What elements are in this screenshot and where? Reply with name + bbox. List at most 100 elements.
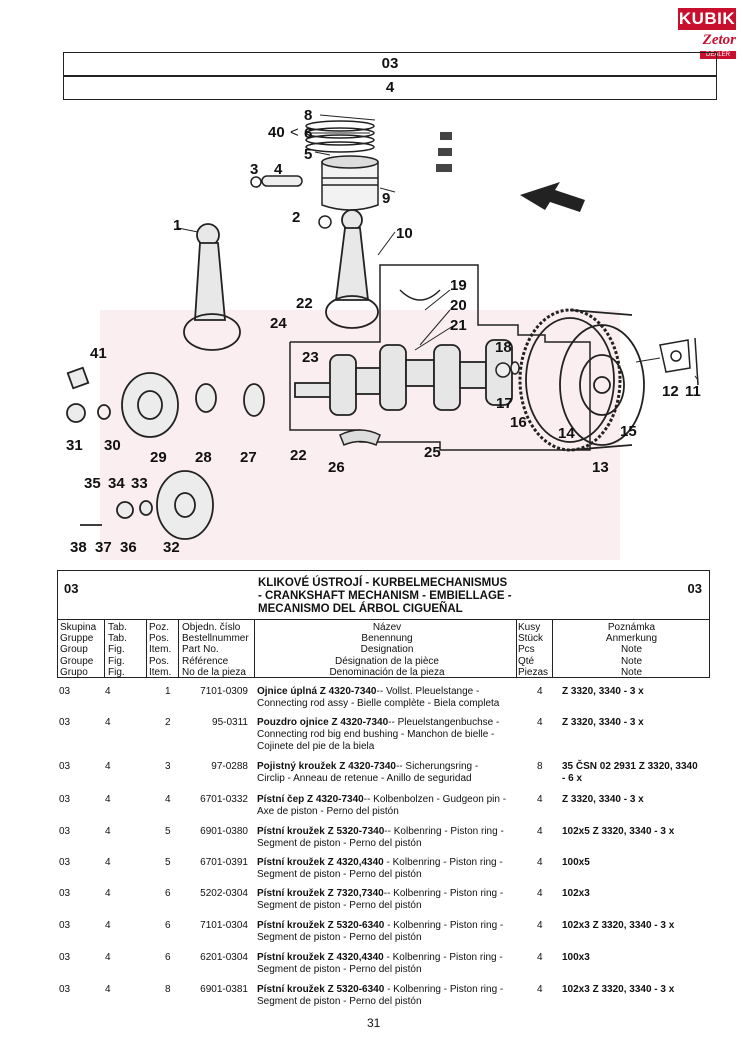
- flywheel: [518, 308, 645, 452]
- callout-33: 33: [131, 475, 148, 492]
- cell-description: Ojnice úplná Z 4320-7340-- Vollst. Pleue…: [257, 686, 549, 710]
- cell-order-number: 97-0288: [211, 761, 248, 772]
- bracket-12: [659, 337, 699, 386]
- cell-description: Pouzdro ojnice Z 4320-7340-- Pleuelstang…: [257, 717, 549, 753]
- col-header-order: Objedn. číslo Bestellnummer Part No. Réf…: [182, 622, 249, 678]
- cell-quantity: 4: [537, 920, 543, 931]
- cell-pos: 2: [165, 717, 171, 728]
- cell-pos: 5: [165, 857, 171, 868]
- cell-table: 4: [105, 717, 111, 728]
- divider: [516, 620, 517, 677]
- cell-pos: 6: [165, 920, 171, 931]
- cell-quantity: 8: [537, 761, 543, 772]
- connecting-rod-10: [325, 209, 379, 329]
- description-main: Pístní kroužek Z 5320-6340: [257, 920, 385, 931]
- divider: [254, 620, 255, 677]
- cell-table: 4: [105, 686, 111, 697]
- cell-group: 03: [59, 717, 71, 728]
- cell-quantity: 4: [537, 888, 543, 899]
- divider: [178, 620, 179, 677]
- cell-quantity: 4: [537, 857, 543, 868]
- cell-group: 03: [59, 952, 71, 963]
- cell-quantity: 4: [537, 984, 543, 995]
- divider: [104, 620, 105, 677]
- gudgeon-pin: [250, 175, 303, 188]
- cell-pos: 6: [165, 952, 171, 963]
- cell-quantity: 4: [537, 717, 543, 728]
- cell-note: Z 3320, 3340 - 3 x: [562, 686, 644, 697]
- figure-number-box: 4: [63, 76, 717, 100]
- cell-order-number: 6201-0304: [200, 952, 248, 963]
- title-group-left: 03: [64, 581, 79, 596]
- cell-order-number: 6901-0380: [200, 826, 248, 837]
- title-line-3: MECANISMO DEL ÁRBOL CIGUEÑAL: [258, 603, 463, 615]
- callout-4: 4: [274, 161, 283, 178]
- callout-25: 25: [424, 444, 441, 461]
- cell-quantity: 4: [537, 826, 543, 837]
- piston: [321, 155, 379, 211]
- cell-note: 100x3: [562, 952, 590, 963]
- col-header-qty: Kusy Stück Pcs Qté Piezas: [518, 622, 549, 678]
- description-rest: -- Vollst. Pleuelstange - Connecting rod…: [257, 686, 500, 709]
- exploded-parts-diagram: 8 40 < 6 5 3 4 9 2 10 1 19 20 21 22 24 2…: [40, 100, 720, 560]
- callout-29: 29: [150, 449, 167, 466]
- cell-group: 03: [59, 888, 71, 899]
- callout-8: 8: [304, 107, 312, 124]
- cell-pos: 3: [165, 761, 171, 772]
- small-parts-17-18: [495, 361, 520, 378]
- title-line-1: KLIKOVÉ ÚSTROJÍ - KURBELMECHANISMUS: [258, 577, 508, 589]
- cell-order-number: 7101-0309: [200, 686, 248, 697]
- cell-note: 100x5: [562, 857, 590, 868]
- cell-note: 102x3 Z 3320, 3340 - 3 x: [562, 984, 675, 995]
- col-header-table: Tab. Tab. Fig. Fig. Fig.: [108, 622, 127, 678]
- cell-order-number: 95-0311: [212, 717, 248, 728]
- title-line-2: - CRANKSHAFT MECHANISM - EMBIELLAGE -: [258, 590, 512, 602]
- cell-note: Z 3320, 3340 - 3 x: [562, 794, 644, 805]
- cell-table: 4: [105, 826, 111, 837]
- description-rest: - Kolbenring - Piston ring - Segment de …: [257, 920, 504, 943]
- callout-18: 18: [495, 339, 512, 356]
- cell-quantity: 4: [537, 794, 543, 805]
- callout-20: 20: [450, 297, 467, 314]
- cell-group: 03: [59, 826, 71, 837]
- cell-group: 03: [59, 984, 71, 995]
- callout-40: 40: [268, 124, 285, 141]
- description-main: Pístní kroužek Z 4320,4340: [257, 952, 384, 963]
- svg-text:<: <: [290, 124, 299, 141]
- callout-22-top: 22: [296, 295, 313, 312]
- direction-arrow-icon: [520, 182, 585, 212]
- callout-26: 26: [328, 459, 345, 476]
- cell-order-number: 6701-0332: [200, 794, 248, 805]
- cell-description: Pístní kroužek Z 5320-6340 - Kolbenring …: [257, 920, 549, 944]
- cell-description: Pístní kroužek Z 4320,4340 - Kolbenring …: [257, 857, 549, 881]
- col-header-pos: Poz. Pos. Item. Pos. Item.: [149, 622, 172, 678]
- callout-labels: 8 40 < 6 5 3 4 9 2 10 1 19 20 21 22 24 2…: [66, 107, 701, 556]
- cell-group: 03: [59, 794, 71, 805]
- diagram-svg: 8 40 < 6 5 3 4 9 2 10 1 19 20 21 22 24 2…: [66, 107, 701, 560]
- cell-pos: 5: [165, 826, 171, 837]
- description-main: Pístní kroužek Z 5320-6340: [257, 984, 385, 995]
- callout-41: 41: [90, 345, 107, 362]
- cell-table: 4: [105, 761, 111, 772]
- callout-37: 37: [95, 539, 112, 556]
- cell-description: Pístní kroužek Z 4320,4340 - Kolbenring …: [257, 952, 549, 976]
- cell-note: 102x3 Z 3320, 3340 - 3 x: [562, 920, 675, 931]
- description-rest: -- Kolbenring - Piston ring - Segment de…: [257, 888, 504, 911]
- description-main: Pístní kroužek Z 5320-7340: [257, 826, 385, 837]
- callout-21: 21: [450, 317, 467, 334]
- callout-17: 17: [496, 395, 513, 412]
- cell-order-number: 5202-0304: [200, 888, 248, 899]
- description-rest: - Kolbenring - Piston ring - Segment de …: [257, 984, 504, 1007]
- front-pulley-assembly: [66, 366, 265, 438]
- callout-1: 1: [173, 217, 181, 234]
- cell-pos: 6: [165, 888, 171, 899]
- description-rest: -- Kolbenbolzen - Gudgeon pin - Axe de p…: [257, 794, 507, 817]
- callout-22-bottom: 22: [290, 447, 307, 464]
- ring-details: [436, 132, 452, 172]
- section-title-box: 03 KLIKOVÉ ÚSTROJÍ - KURBELMECHANISMUS -…: [57, 570, 710, 620]
- cell-pos: 1: [165, 686, 171, 697]
- group-number-box: 03: [63, 52, 717, 76]
- divider: [146, 620, 147, 677]
- cell-pos: 8: [165, 984, 171, 995]
- callout-24: 24: [270, 315, 287, 332]
